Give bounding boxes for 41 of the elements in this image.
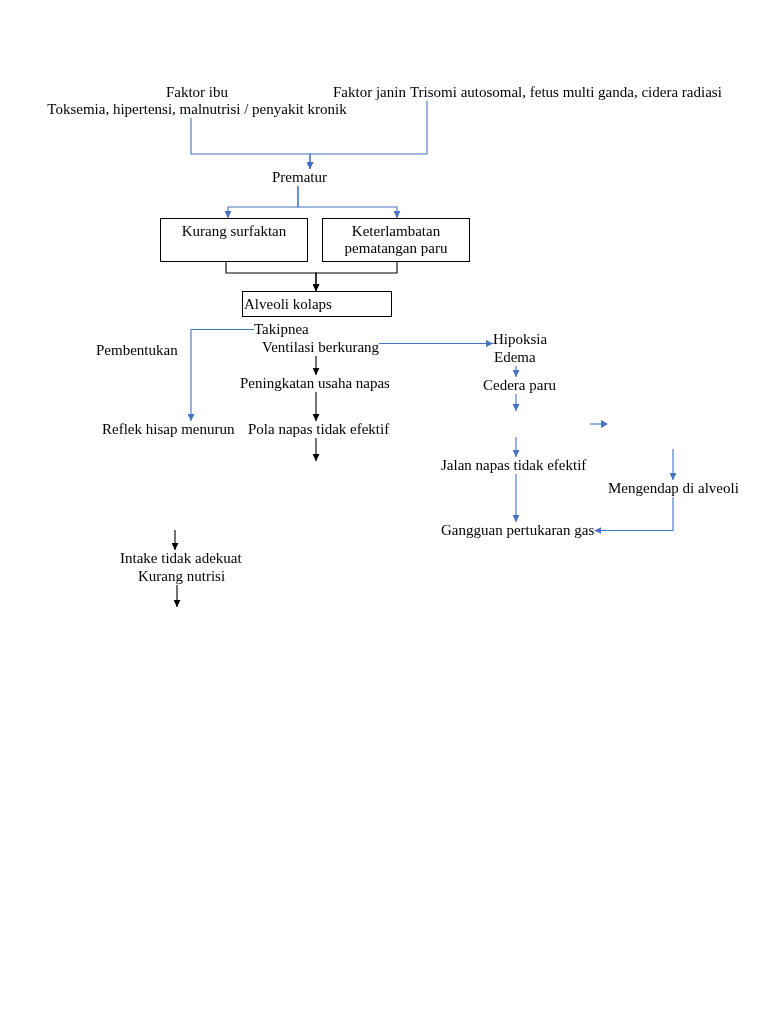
arrow xyxy=(512,436,520,458)
arrow xyxy=(312,391,320,422)
flow-text: Reflek hisap menurun xyxy=(102,421,235,438)
arrow xyxy=(378,340,494,347)
flow-text: Jalan napas tidak efektif xyxy=(441,457,587,474)
box-label: Alveoli kolaps xyxy=(244,295,332,313)
arrow xyxy=(312,261,398,292)
heading-text: Faktor ibu xyxy=(165,84,229,101)
flow-text: Takipnea xyxy=(254,321,309,338)
arrow xyxy=(669,448,677,481)
flow-text: Peningkatan usaha napas xyxy=(240,375,390,392)
description-text: Trisomi autosomal, fetus multi ganda, cidera radiasi xyxy=(409,84,722,101)
flow-text: Hipoksia xyxy=(493,331,548,348)
heading-text: Faktor janin xyxy=(333,84,406,101)
flow-text: Pola napas tidak efektif xyxy=(248,421,390,438)
arrow xyxy=(312,437,320,462)
arrow xyxy=(593,496,674,534)
arrow xyxy=(312,355,320,376)
flow-text: Intake tidak adekuat xyxy=(120,550,242,567)
process-box xyxy=(322,218,470,262)
flow-text: Prematur xyxy=(272,169,327,186)
box-label: Kurang surfaktan xyxy=(181,223,287,240)
arrow xyxy=(512,365,520,378)
arrow xyxy=(171,529,179,551)
arrow xyxy=(173,584,181,608)
annotation-text: Pembentukan xyxy=(96,342,178,359)
arrow xyxy=(512,473,520,523)
description-text: Toksemia, hipertensi, malnutrisi / penyakit kronik xyxy=(47,101,347,118)
flow-text: Ventilasi berkurang xyxy=(262,339,380,356)
arrow xyxy=(297,185,401,219)
box-label: Keterlambatan pematangan paru xyxy=(343,223,449,257)
flow-text: Cedera paru xyxy=(483,377,556,394)
process-box xyxy=(160,218,308,262)
flow-text: Mengendap di alveoli xyxy=(608,480,739,497)
flow-text: Gangguan pertukaran gas xyxy=(441,522,595,539)
process-box xyxy=(242,291,392,317)
arrow xyxy=(187,328,255,422)
arrow xyxy=(306,100,428,170)
arrow xyxy=(512,393,520,412)
flow-text: Edema xyxy=(494,349,536,366)
flow-text: Kurang nutrisi xyxy=(138,568,226,585)
